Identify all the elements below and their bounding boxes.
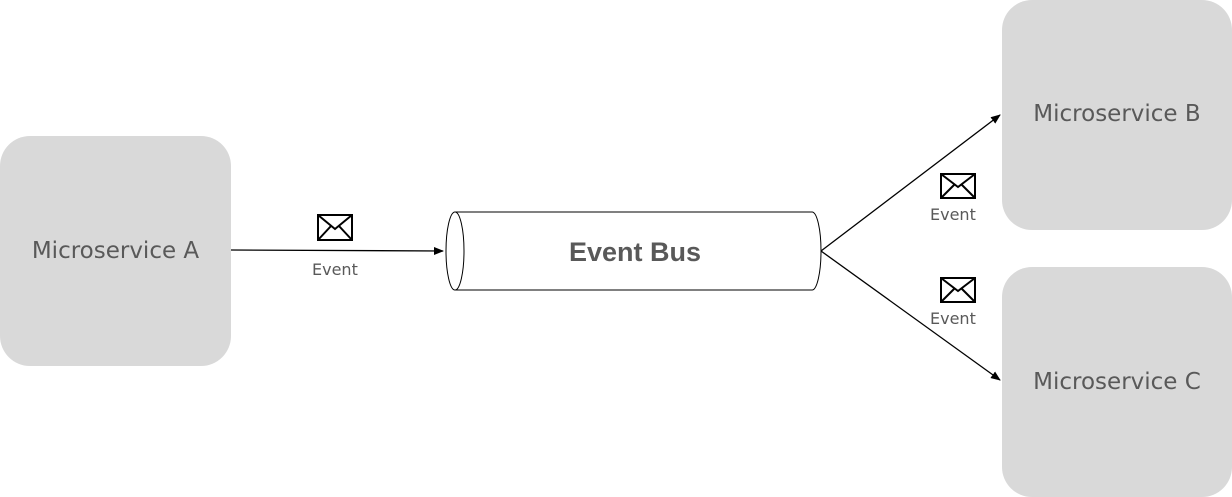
- envelope-icon: [317, 214, 353, 241]
- microservice-c-label: Microservice C: [1033, 369, 1201, 395]
- event-bus-label: Event Bus: [568, 236, 702, 267]
- arrow-a-to-bus: [230, 246, 444, 255]
- arrow-bus-to-b: [820, 114, 1001, 252]
- microservice-b-node: Microservice B: [1002, 0, 1232, 230]
- microservice-c-node: Microservice C: [1002, 267, 1232, 497]
- microservice-a-label: Microservice A: [31, 238, 200, 264]
- event-label-a-to-bus: Event: [312, 260, 358, 279]
- event-label-bus-to-c: Event: [930, 309, 976, 328]
- event-label-bus-to-b: Event: [930, 205, 976, 224]
- arrow-bus-to-c: [820, 250, 1001, 381]
- microservice-b-label: Microservice B: [1033, 101, 1201, 127]
- microservice-a-node: Microservice A: [0, 136, 231, 366]
- envelope-icon: [940, 277, 976, 303]
- envelope-icon: [940, 173, 976, 199]
- event-bus-cylinder: [445, 211, 822, 291]
